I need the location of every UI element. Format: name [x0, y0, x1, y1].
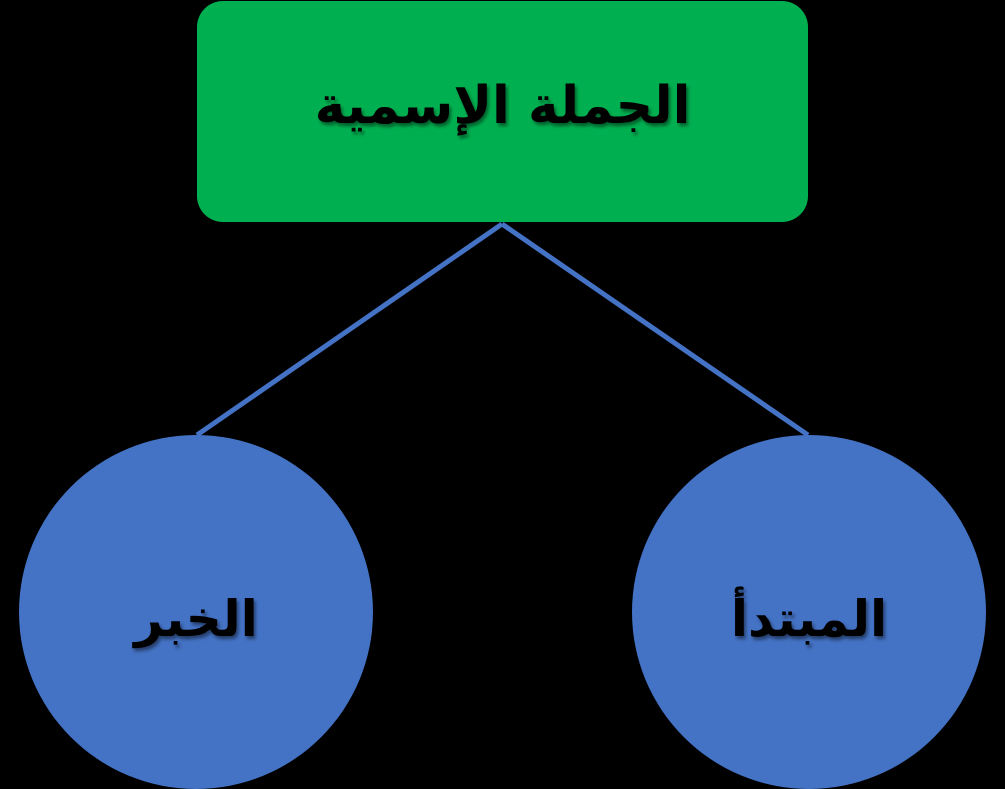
- root-node-nominal-sentence: الجملة الإسمية: [197, 1, 808, 222]
- connector-root-to-mubtada: [500, 221, 810, 438]
- child-node-mubtada-label: المبتدأ: [730, 590, 888, 648]
- child-node-khabar-label: الخبر: [134, 590, 258, 648]
- child-node-khabar: الخبر: [19, 435, 373, 789]
- root-node-label: الجملة الإسمية: [314, 75, 691, 136]
- connector-root-to-khabar: [195, 221, 504, 438]
- child-node-mubtada: المبتدأ: [632, 435, 986, 789]
